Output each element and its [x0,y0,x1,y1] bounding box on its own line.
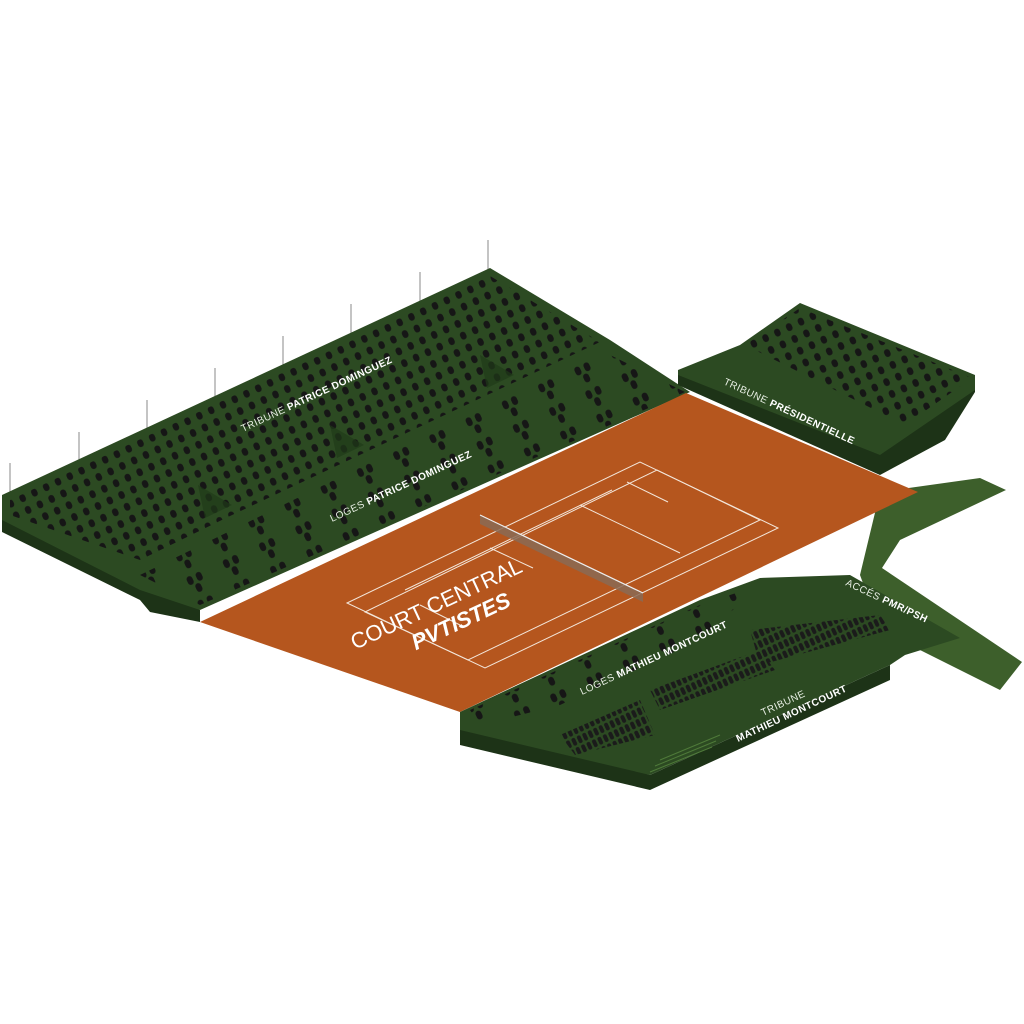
tribune-presidentielle[interactable] [678,303,975,475]
tribune-mathieu-montcourt[interactable] [460,575,960,790]
court-central[interactable]: COURT CENTRAL PVTISTES [200,393,918,712]
net [479,514,644,602]
antennas [9,240,489,495]
tribune-patrice-dominguez[interactable] [2,268,690,622]
court-lines [345,461,780,669]
